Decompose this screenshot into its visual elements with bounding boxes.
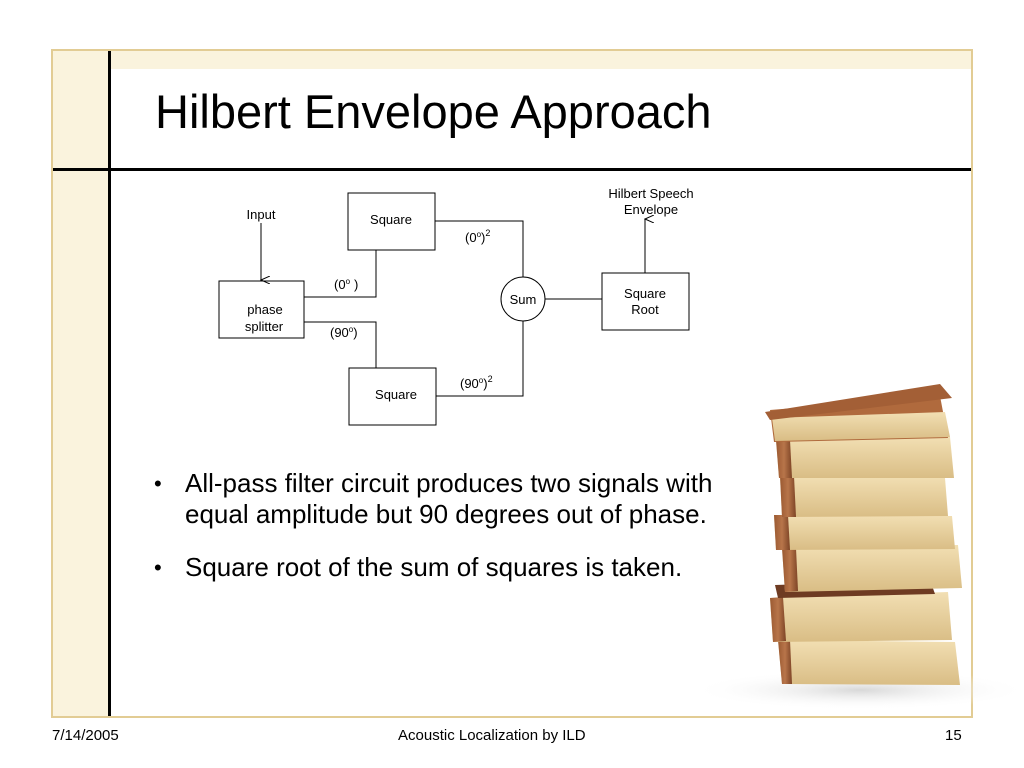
wire-splitter-to-square-top — [304, 250, 377, 298]
output-label-line2: Envelope — [624, 202, 678, 217]
phase-0-label: (0o) — [334, 277, 358, 292]
phase-90-label: (90o) — [330, 325, 358, 340]
output-label-line1: Hilbert Speech — [608, 186, 693, 201]
title-underline-rule — [53, 168, 971, 171]
wire-square-top-to-sum — [435, 220, 524, 277]
phase-90-squared-label: (90o)2 — [460, 374, 493, 391]
sum-label: Sum — [510, 292, 537, 307]
input-label: Input — [247, 207, 276, 222]
top-accent-band — [53, 51, 971, 69]
splitter-label-line1: phase — [247, 302, 282, 317]
footer-date: 7/14/2005 — [52, 727, 119, 744]
bullet-item: All-pass filter circuit produces two sig… — [150, 468, 760, 530]
wire-square-bottom-to-sum — [436, 321, 524, 397]
footer-title: Acoustic Localization by ILD — [398, 727, 586, 744]
square-bottom-label: Square — [375, 387, 417, 402]
wire-splitter-to-square-bottom — [304, 321, 377, 368]
splitter-label-line2: splitter — [245, 319, 284, 334]
book-stack — [765, 384, 962, 685]
slide-title: Hilbert Envelope Approach — [155, 85, 712, 138]
sqrt-label-line1: Square — [624, 286, 666, 301]
left-accent-band — [53, 51, 109, 716]
phase-splitter-box — [218, 280, 305, 339]
footer-page-number: 15 — [945, 727, 962, 744]
vertical-rule — [108, 51, 111, 716]
square-top-label: Square — [370, 212, 412, 227]
phase-0-squared-label: (0o)2 — [465, 228, 490, 245]
bullet-list: All-pass filter circuit produces two sig… — [150, 468, 760, 605]
bullet-item: Square root of the sum of squares is tak… — [150, 552, 760, 583]
sqrt-label-line2: Root — [631, 302, 659, 317]
